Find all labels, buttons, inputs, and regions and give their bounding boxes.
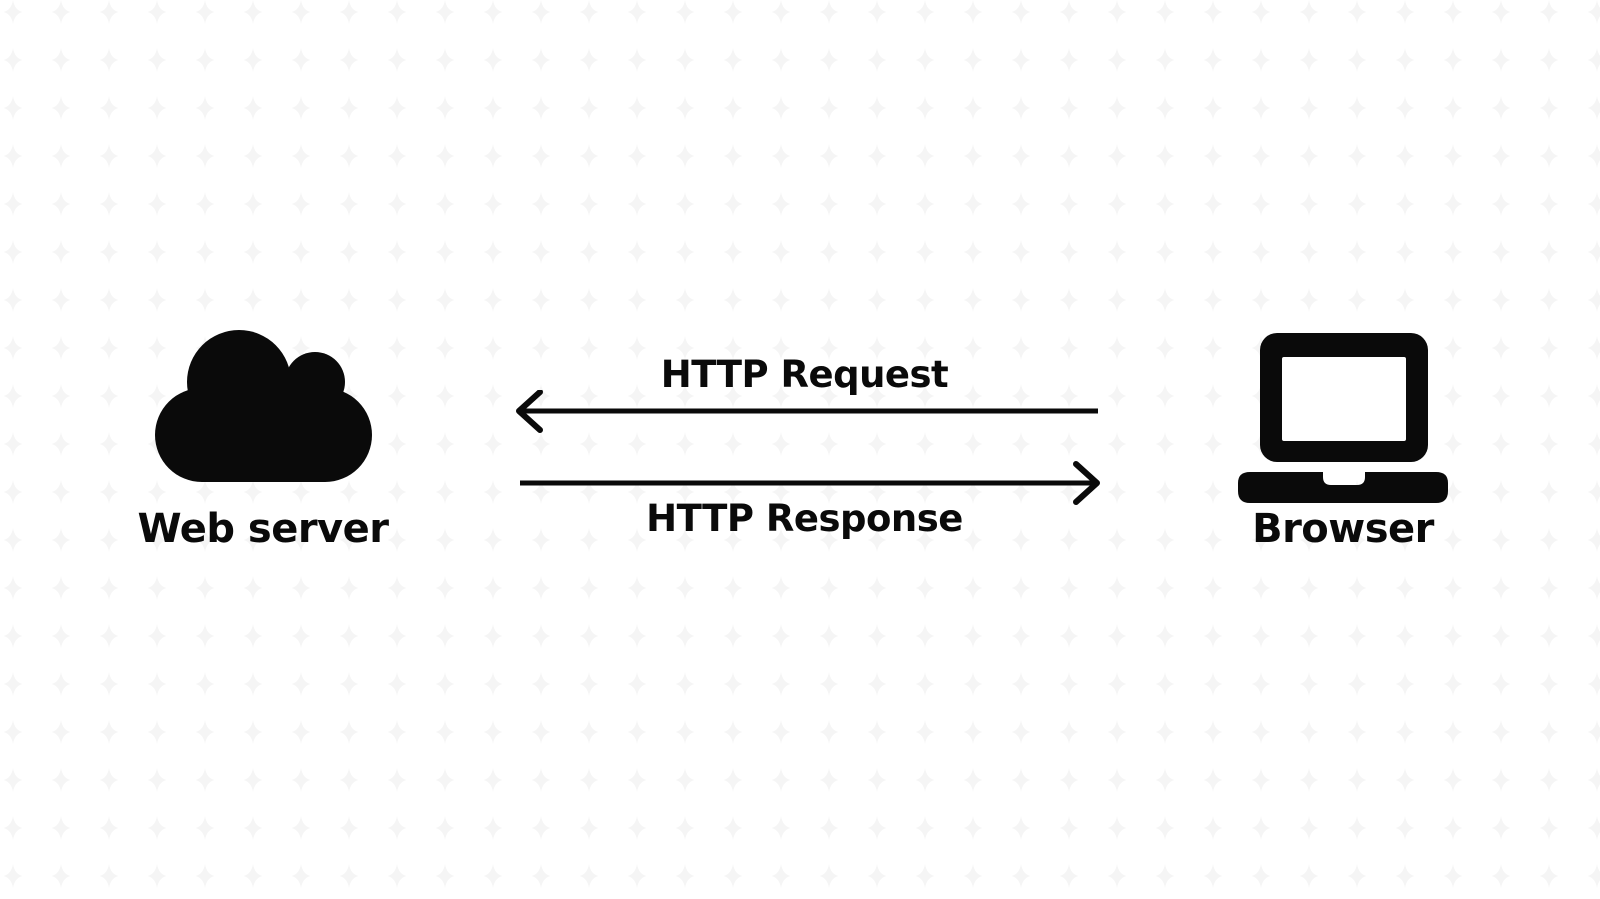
web-server-label: Web server xyxy=(137,506,389,552)
arrow-right-head-icon xyxy=(1073,461,1100,505)
http-response-arrow xyxy=(520,461,1100,505)
http-arrows xyxy=(516,390,1100,505)
web-server-node xyxy=(155,330,372,482)
http-response-label: HTTP Response xyxy=(646,497,963,540)
laptop-icon xyxy=(1238,333,1448,503)
browser-label: Browser xyxy=(1252,506,1434,552)
http-request-label: HTTP Request xyxy=(660,353,949,396)
arrow-left-head-icon xyxy=(516,390,543,433)
browser-node xyxy=(1238,333,1448,503)
http-request-arrow xyxy=(516,390,1098,433)
cloud-icon xyxy=(155,330,372,482)
